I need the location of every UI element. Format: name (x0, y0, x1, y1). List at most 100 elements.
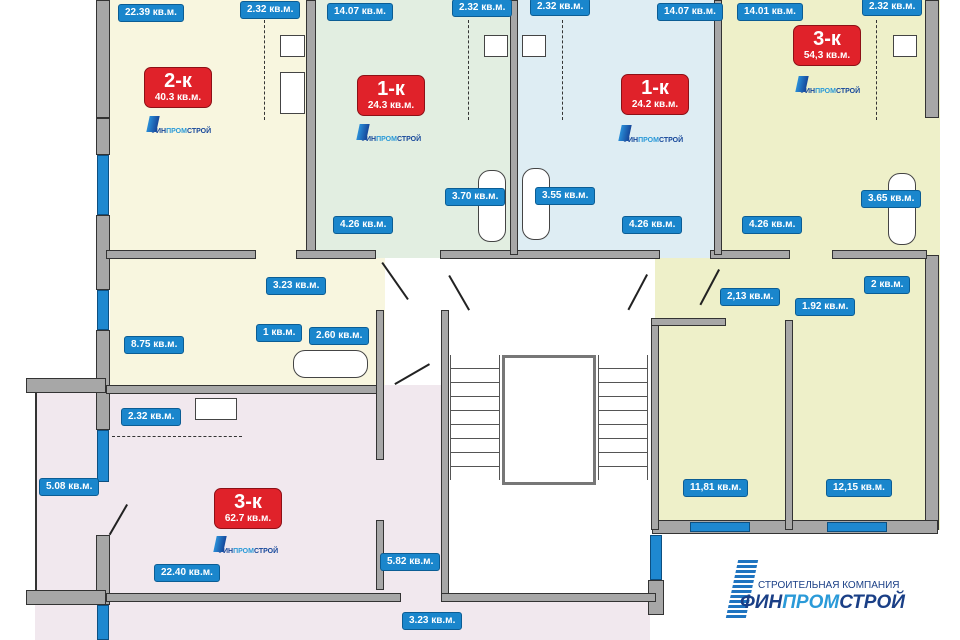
door-swing (448, 275, 470, 311)
room-area-label: 14.07 кв.м. (327, 3, 393, 21)
kitchen-zone-line (112, 436, 242, 437)
room-area-label: 2 кв.м. (864, 276, 911, 294)
window (97, 605, 109, 640)
room-area-label: 14.07 кв.м. (657, 3, 723, 21)
logo-part: ФИН (740, 592, 783, 613)
room-area-label: 2.32 кв.м. (452, 0, 513, 17)
logo-part: СТРОЙ (839, 592, 905, 613)
room-area-label: 22.39 кв.м. (118, 4, 184, 22)
logo-name: ФИНПРОМСТРОЙ (740, 592, 905, 614)
bathtub-icon (293, 350, 368, 378)
apartment-3k-right-area (718, 0, 940, 530)
kitchen-zone-line (264, 20, 265, 120)
room-area-label: 12,15 кв.м. (826, 479, 892, 497)
company-logo-small: ФИНПРОМСТРОЙ (799, 88, 861, 95)
apartment-area: 62.7 кв.м. (224, 513, 272, 524)
room-area-label: 5.82 кв.м. (380, 553, 441, 571)
door-swing (381, 262, 409, 301)
stove-icon (280, 35, 305, 57)
window (97, 155, 109, 215)
wall (96, 118, 110, 155)
wall (296, 250, 376, 259)
wall (106, 250, 256, 259)
apartment-area: 40.3 кв.м. (154, 92, 202, 103)
room-area-label: 11,81 кв.м. (683, 479, 749, 497)
window (97, 430, 109, 482)
wall (710, 250, 790, 259)
balcony-wall (26, 378, 106, 393)
stair-wall (441, 310, 449, 600)
balcony-wall (26, 590, 106, 605)
kitchen-zone-line (468, 20, 469, 120)
wall (441, 593, 656, 602)
room-area-label: 4.26 кв.м. (622, 216, 683, 234)
room-area-label: 1.92 кв.м. (795, 298, 856, 316)
company-logo-small: ФИНПРОМСТРОЙ (360, 136, 422, 143)
apartment-type: 1-к (641, 77, 669, 99)
kitchen-zone-line (876, 20, 877, 120)
room-area-label: 2.32 кв.м. (862, 0, 923, 16)
bathtub-icon (888, 173, 916, 245)
room-area-label: 3.55 кв.м. (535, 187, 596, 205)
wall (106, 593, 401, 602)
sink-icon (195, 398, 237, 420)
wall (651, 320, 659, 530)
staircase-left (450, 355, 500, 480)
kitchen-zone-line (562, 20, 563, 120)
room-area-label: 4.26 кв.м. (742, 216, 803, 234)
company-logo-small: ФИНПРОМСТРОЙ (217, 548, 279, 555)
wall (785, 320, 793, 530)
stove-icon (484, 35, 508, 57)
window (690, 522, 750, 532)
wall (714, 0, 722, 255)
corridor-area (110, 600, 650, 640)
stove-icon (893, 35, 917, 57)
apartment-type: 2-к (164, 70, 192, 92)
wall (376, 310, 384, 460)
bathtub-icon (478, 170, 506, 242)
room-area-label: 5.08 кв.м. (39, 478, 100, 496)
window (650, 535, 662, 580)
wall (651, 318, 726, 326)
room-area-label: 3.70 кв.м. (445, 188, 506, 206)
wall (832, 250, 927, 259)
room-area-label: 2.32 кв.м. (121, 408, 182, 426)
room-area-label: 8.75 кв.м. (124, 336, 185, 354)
sink-icon (280, 72, 305, 114)
room-area-label: 4.26 кв.м. (333, 216, 394, 234)
stair-well (502, 355, 596, 485)
wall (106, 385, 381, 394)
room-area-label: 1 кв.м. (256, 324, 303, 342)
apartment-type: 1-к (377, 78, 405, 100)
logo-subtitle: СТРОИТЕЛЬНАЯ КОМПАНИЯ (758, 580, 900, 591)
room-area-label: 2.32 кв.м. (530, 0, 591, 16)
door-swing (627, 274, 648, 311)
room-area-label: 2,13 кв.м. (720, 288, 781, 306)
wall (510, 0, 518, 255)
wall (925, 255, 939, 530)
room-area-label: 3.23 кв.м. (266, 277, 327, 295)
apartment-2k-area (110, 0, 310, 385)
apartment-area: 54,3 кв.м. (803, 50, 851, 61)
room-area-label: 2.60 кв.м. (309, 327, 370, 345)
window (827, 522, 887, 532)
apartment-type: 3-к (813, 28, 841, 50)
wall (925, 0, 939, 118)
company-logo-small: ФИНПРОМСТРОЙ (150, 128, 212, 135)
company-logo-small: ФИНПРОМСТРОЙ (622, 137, 684, 144)
room-area-label: 2.32 кв.м. (240, 1, 301, 19)
room-area-label: 14.01 кв.м. (737, 3, 803, 21)
logo-part: ПРОМ (782, 592, 840, 613)
room-area-label: 3.65 кв.м. (861, 190, 922, 208)
apartment-type: 3-к (234, 491, 262, 513)
apartment-area: 24.2 кв.м. (631, 99, 679, 110)
wall (440, 250, 660, 259)
room-area-label: 3.23 кв.м. (402, 612, 463, 630)
room-area-label: 22.40 кв.м. (154, 564, 220, 582)
wall (306, 0, 316, 255)
